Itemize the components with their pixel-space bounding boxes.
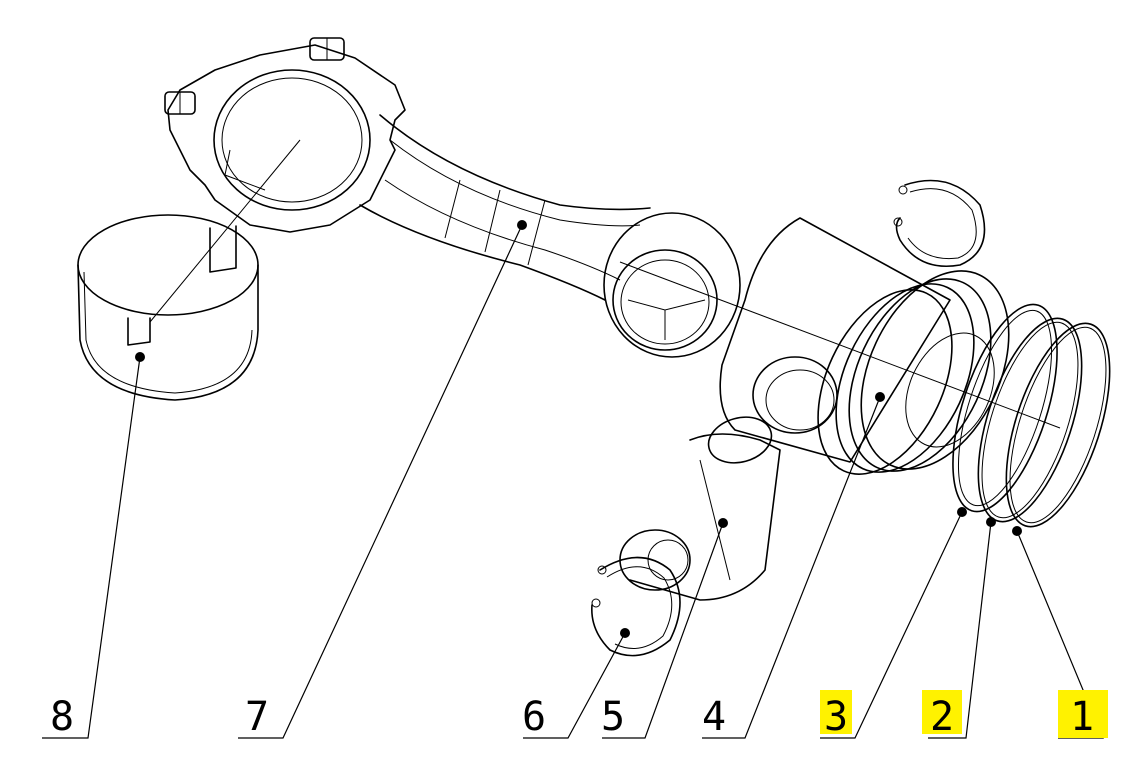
- callout-5: 5: [601, 694, 625, 740]
- callout-label: 1: [1070, 694, 1094, 740]
- connecting-rod-part: [164, 37, 1061, 429]
- piston-rings-part: [952, 303, 1111, 528]
- callout-label: 3: [824, 694, 848, 740]
- piston-pin-part: [619, 416, 781, 601]
- piston-part: [719, 217, 1010, 475]
- callout-7: 7: [245, 694, 269, 740]
- highlight-marker: [922, 690, 962, 734]
- upper-circlip-part: [893, 179, 986, 267]
- callout-4: 4: [702, 694, 726, 740]
- callout-label: 8: [50, 694, 74, 740]
- callout-label: 4: [702, 694, 726, 740]
- callout-label: 2: [930, 694, 954, 740]
- callout-labels: 8 7 6 5 4 3 2 1: [50, 690, 1108, 740]
- leader-lines: [42, 220, 1104, 739]
- callout-8: 8: [50, 694, 74, 740]
- highlight-marker: [820, 690, 852, 734]
- highlight-marker: [1058, 690, 1108, 738]
- callout-label: 7: [245, 694, 269, 740]
- callout-2: 2: [922, 690, 962, 740]
- bearing-shell-part: [77, 139, 301, 401]
- callout-label: 6: [522, 694, 546, 740]
- callout-label: 5: [601, 694, 625, 740]
- callout-3: 3: [820, 690, 852, 740]
- callout-1: 1: [1058, 690, 1108, 740]
- callout-6: 6: [522, 694, 546, 740]
- lower-circlip-part: [591, 556, 681, 657]
